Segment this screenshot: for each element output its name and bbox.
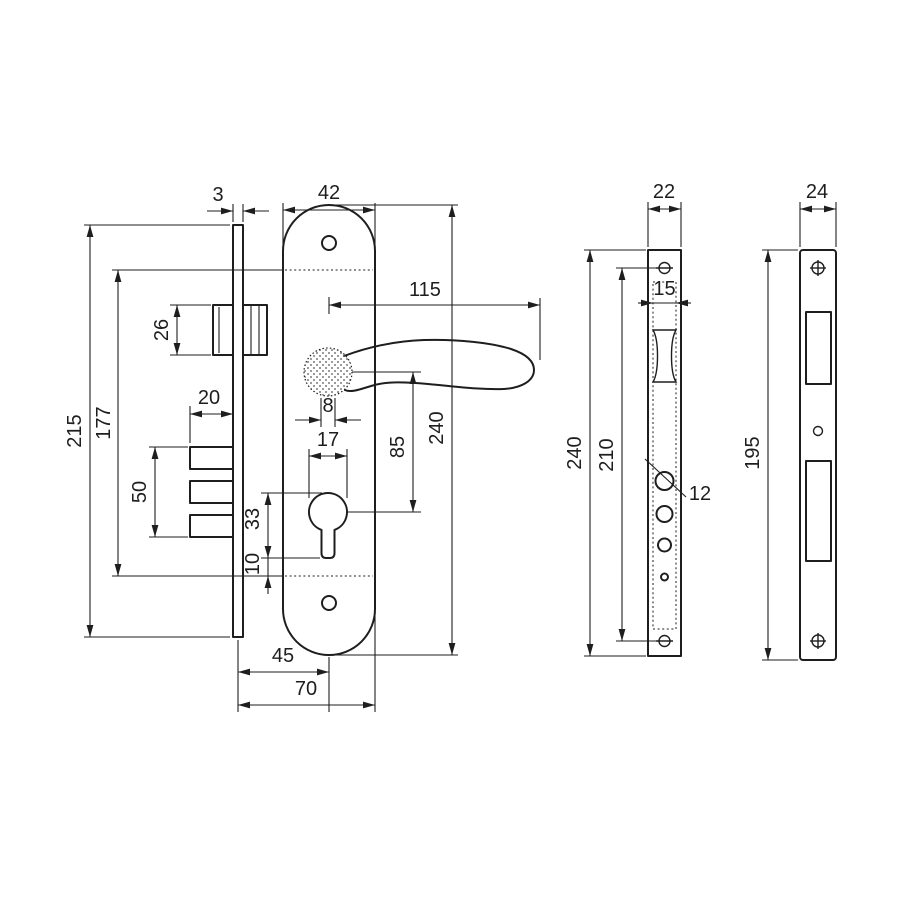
deadbolt: [189, 446, 234, 538]
strike-plate-view: 24 195: [742, 181, 837, 661]
dim-label-cylinder-bottom-offset: 10: [242, 553, 264, 575]
latch-bolt: [212, 304, 268, 356]
dim-label-case-width: 15: [653, 278, 675, 300]
dim-label-cylinder-width: 17: [317, 429, 339, 451]
dim-label-handle-to-cylinder: 85: [387, 436, 409, 458]
dim-label-overall-depth: 70: [295, 678, 317, 700]
dim-body-width: 22: [647, 181, 682, 247]
dim-cylinder-width: 17: [308, 429, 348, 498]
hole-2: [655, 505, 674, 523]
dim-backset: 45: [237, 640, 330, 712]
handle-hub: [303, 347, 353, 397]
hole-3: [657, 537, 672, 553]
dim-strike-height: 195: [742, 249, 798, 661]
escutcheon-plate: [282, 204, 376, 656]
dim-label-screw-spacing: 210: [596, 438, 618, 471]
cylinder-keyhole: [308, 492, 348, 559]
hole-4: [660, 572, 669, 582]
dim-latch-height: 26: [151, 304, 211, 356]
lock-body-faceplate: [647, 249, 682, 657]
dim-spindle: 8: [295, 395, 361, 427]
dim-label-bolt-throw: 20: [198, 387, 220, 409]
handle-lever: [343, 338, 535, 393]
dim-screw-spacing: 210: [596, 267, 658, 642]
assembly-view: 3 42 115 215 177: [64, 182, 541, 712]
dim-label-body-height: 240: [564, 436, 586, 469]
dim-bolt-throw: 20: [189, 387, 233, 443]
dim-case-height: 177: [93, 269, 283, 577]
strike-deadbolt-cutout: [805, 460, 832, 562]
strike-screw-hole-top: [810, 260, 826, 276]
dim-label-faceplate-height: 215: [64, 414, 86, 447]
strike-center-hole: [812, 425, 824, 437]
dim-plate-height: 240: [331, 204, 458, 656]
strike-plate-outline: [799, 249, 837, 661]
dim-label-cylinder-height: 33: [242, 508, 264, 530]
dim-label-faceplate-thickness: 3: [212, 184, 223, 206]
dim-cylinder-height: 33: [242, 492, 322, 559]
cylinder-hole: [654, 471, 675, 491]
dim-handle-to-cylinder: 85: [347, 371, 421, 513]
plate-screw-hole-top: [321, 235, 337, 251]
dim-label-case-height: 177: [93, 406, 115, 439]
dim-strike-width: 24: [799, 181, 837, 247]
case-hidden-outline: [652, 281, 677, 630]
dim-case-width: 15: [638, 278, 691, 307]
dim-handle-length: 115: [328, 279, 541, 360]
dim-label-strike-width: 24: [806, 181, 828, 203]
dim-label-spindle: 8: [322, 395, 333, 417]
dim-faceplate-height: 215: [64, 224, 230, 638]
dim-cylinder-bottom-offset: 10: [242, 553, 272, 594]
plate-screw-hole-bottom: [321, 595, 337, 611]
dim-hole-diameter: 12: [644, 458, 711, 505]
dim-label-plate-height: 240: [426, 411, 448, 444]
strike-screw-hole-bottom: [810, 633, 826, 649]
dim-overall-depth: 70: [238, 612, 376, 712]
faceplate-side: [232, 224, 244, 638]
dim-label-backset: 45: [272, 645, 294, 667]
dim-label-body-width: 22: [653, 181, 675, 203]
dim-label-hole-diameter: 12: [689, 483, 711, 505]
dim-deadbolt-height: 50: [129, 446, 188, 538]
dim-faceplate-thickness: 3: [207, 184, 269, 222]
strike-latch-cutout: [805, 311, 832, 385]
lock-body-view: 15 12 240 210 22: [564, 181, 711, 657]
latch-opening: [651, 329, 678, 383]
dim-body-height: 240: [564, 249, 646, 657]
dim-plate-width: 42: [282, 182, 376, 248]
dim-label-latch-height: 26: [151, 319, 173, 341]
dim-label-plate-width: 42: [318, 182, 340, 204]
dim-label-strike-height: 195: [742, 436, 764, 469]
dim-label-handle-length: 115: [409, 279, 441, 301]
dim-label-deadbolt-height: 50: [129, 481, 151, 503]
